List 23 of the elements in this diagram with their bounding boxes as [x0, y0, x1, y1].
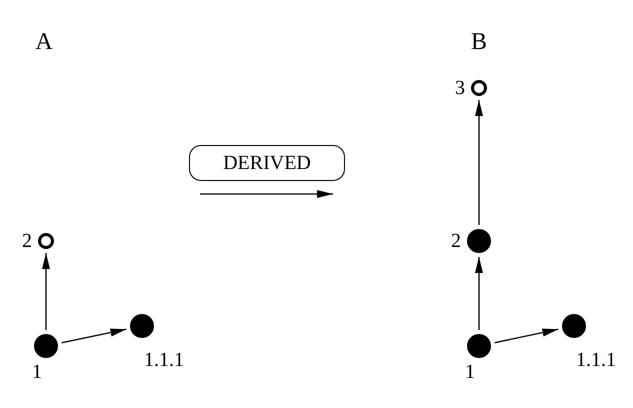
- arrow: [494, 328, 558, 344]
- panel-label: B: [470, 30, 487, 54]
- rounded-box: [189, 145, 345, 181]
- arrow: [475, 100, 483, 225]
- filled-dot: [467, 334, 491, 358]
- arrow: [62, 328, 126, 344]
- filled-dot: [130, 314, 154, 338]
- filled-dot: [562, 314, 586, 338]
- node-number: 2: [451, 231, 461, 251]
- open-circle: [38, 233, 54, 249]
- panel-label: A: [35, 30, 53, 54]
- filled-dot: [467, 229, 491, 253]
- node-number: 1.1.1: [144, 350, 184, 370]
- node-number: 1.1.1: [576, 350, 616, 370]
- node-number: 2: [22, 231, 32, 251]
- open-circle: [471, 80, 487, 96]
- box-label: DERIVED: [223, 153, 311, 173]
- arrow: [475, 257, 483, 330]
- arrow: [42, 253, 50, 330]
- node-number: 3: [455, 78, 465, 98]
- node-number: 1: [32, 362, 42, 382]
- node-number: 1: [465, 362, 475, 382]
- filled-dot: [34, 334, 58, 358]
